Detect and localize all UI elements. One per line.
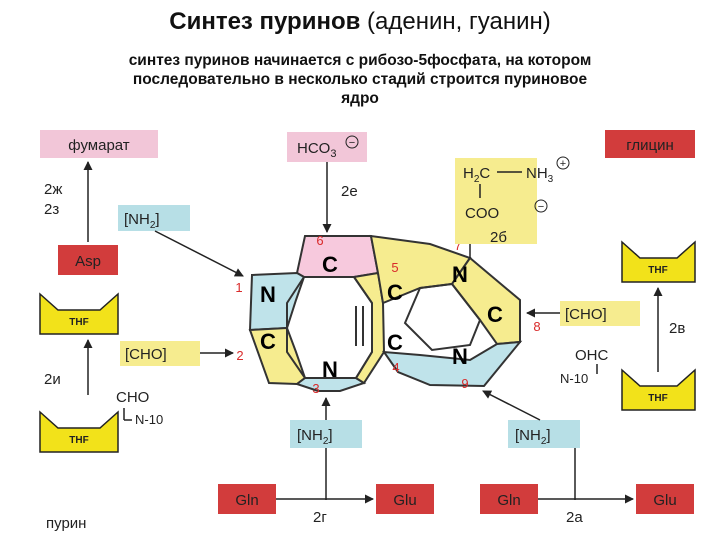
svg-text:THF: THF — [69, 317, 88, 328]
purin-label: пурин — [46, 515, 86, 532]
atom-c8: C — [487, 302, 503, 327]
hco3-box — [287, 132, 367, 162]
hco3-minus-icon — [345, 135, 359, 149]
gln-right-label: Gln — [497, 492, 520, 509]
glycine-h2c: H2C — [463, 165, 490, 185]
svg-text:THF: THF — [648, 393, 667, 404]
atom-n7: N — [452, 262, 468, 287]
ring-segment-n9 — [381, 340, 523, 388]
atom-n9: N — [452, 344, 468, 369]
ring-segment-c2 — [248, 326, 307, 386]
step-2i: 2и — [44, 371, 61, 388]
nh2-box-bottom-right — [508, 420, 580, 448]
gln-box-left — [218, 484, 276, 514]
nh2-bottom-left-label: [NH2] — [297, 427, 333, 447]
page-subtitle: синтез пуринов начинается с рибозо-5фосф… — [40, 51, 680, 108]
title-bold: Синтез пуринов — [169, 8, 361, 35]
atom-n3: N — [322, 357, 338, 382]
subtitle-line-1: синтез пуринов начинается с рибозо-5фосф… — [128, 52, 592, 69]
glycine-label: глицин — [626, 137, 674, 154]
purine-ring: C N C N C C N C N 1 2 3 4 5 6 7 8 9 — [235, 233, 540, 396]
atom-c4: C — [387, 330, 403, 355]
subtitle-line-3: ядро — [341, 90, 379, 107]
arrow-aspartate-to-n1 — [154, 230, 244, 277]
atom-c6: C — [322, 252, 338, 277]
svg-text:+: + — [560, 158, 566, 170]
svg-text:THF: THF — [648, 265, 667, 276]
inner-ring-6 — [286, 276, 373, 379]
step-2zh: 2ж — [44, 181, 62, 198]
glu-box-right — [636, 484, 694, 514]
thf-tray-left-top: THF — [39, 292, 119, 335]
position-4: 4 — [392, 360, 399, 375]
position-7: 7 — [454, 238, 461, 253]
step-2e: 2е — [341, 183, 358, 200]
thf-tray-left-bottom: THF — [39, 410, 119, 453]
glycine-box — [605, 130, 695, 158]
cho-left-label: [CHO] — [125, 346, 167, 363]
thf-tray-right-bottom: THF — [621, 368, 696, 411]
step-2a: 2а — [566, 509, 583, 526]
svg-text:−: − — [538, 201, 544, 213]
step-2g: 2г — [313, 509, 327, 526]
step-2z: 2з — [44, 201, 59, 218]
position-5: 5 — [391, 260, 398, 275]
arrow-nh2-to-n9 — [482, 390, 541, 421]
glycine-backdrop — [455, 158, 537, 244]
n10-left: N-10 — [135, 412, 163, 427]
asp-label: Asp — [75, 253, 101, 270]
atom-c2: C — [260, 329, 276, 354]
step-2v: 2в — [669, 320, 685, 337]
asp-box — [58, 245, 118, 275]
fumarat-box — [40, 130, 158, 158]
gln-box-right — [480, 484, 538, 514]
position-3: 3 — [312, 381, 319, 396]
ring-segment-c4-c5 — [352, 271, 386, 385]
fumarat-label: фумарат — [68, 137, 130, 154]
ohc-right: OHC — [575, 347, 609, 364]
nh2-aspartate-label: [NH2] — [124, 211, 160, 231]
coo-minus-icon — [534, 199, 548, 213]
hco3-label: HCO3 — [297, 140, 336, 160]
atom-n1: N — [260, 282, 276, 307]
glu-right-label: Glu — [653, 492, 676, 509]
gln-left-label: Gln — [235, 492, 258, 509]
step-2b: 2б — [490, 229, 507, 246]
cho-box-left — [120, 341, 200, 366]
subtitle-line-2: последовательно в несколько стадий строи… — [132, 71, 588, 88]
position-2: 2 — [236, 348, 243, 363]
position-9: 9 — [461, 376, 468, 391]
ring-segment-n1 — [248, 271, 306, 332]
thf-tray-right-top: THF — [621, 240, 696, 283]
glycine-nh3: NH3 — [526, 165, 554, 185]
glu-left-label: Glu — [393, 492, 416, 509]
nh2-box-bottom-left — [290, 420, 362, 448]
svg-text:−: − — [349, 137, 355, 149]
glu-box-left — [376, 484, 434, 514]
svg-text:THF: THF — [69, 435, 88, 446]
cho-box-right — [560, 301, 640, 326]
nh2-box-aspartate — [118, 205, 190, 231]
title-rest: (аденин, гуанин) — [360, 8, 551, 35]
cho-donor-left: CHO — [116, 389, 149, 406]
cho-right-label: [CHO] — [565, 306, 607, 323]
n10-right: N-10 — [560, 371, 588, 386]
glycine-coo: COO — [465, 205, 499, 222]
position-1: 1 — [235, 280, 242, 295]
page-title: Синтез пуринов (аденин, гуанин) — [0, 8, 720, 36]
nh3-plus-icon — [556, 156, 570, 170]
position-6: 6 — [316, 233, 323, 248]
position-8: 8 — [533, 319, 540, 334]
inner-ring-5 — [403, 282, 482, 352]
atom-c5: C — [387, 280, 403, 305]
